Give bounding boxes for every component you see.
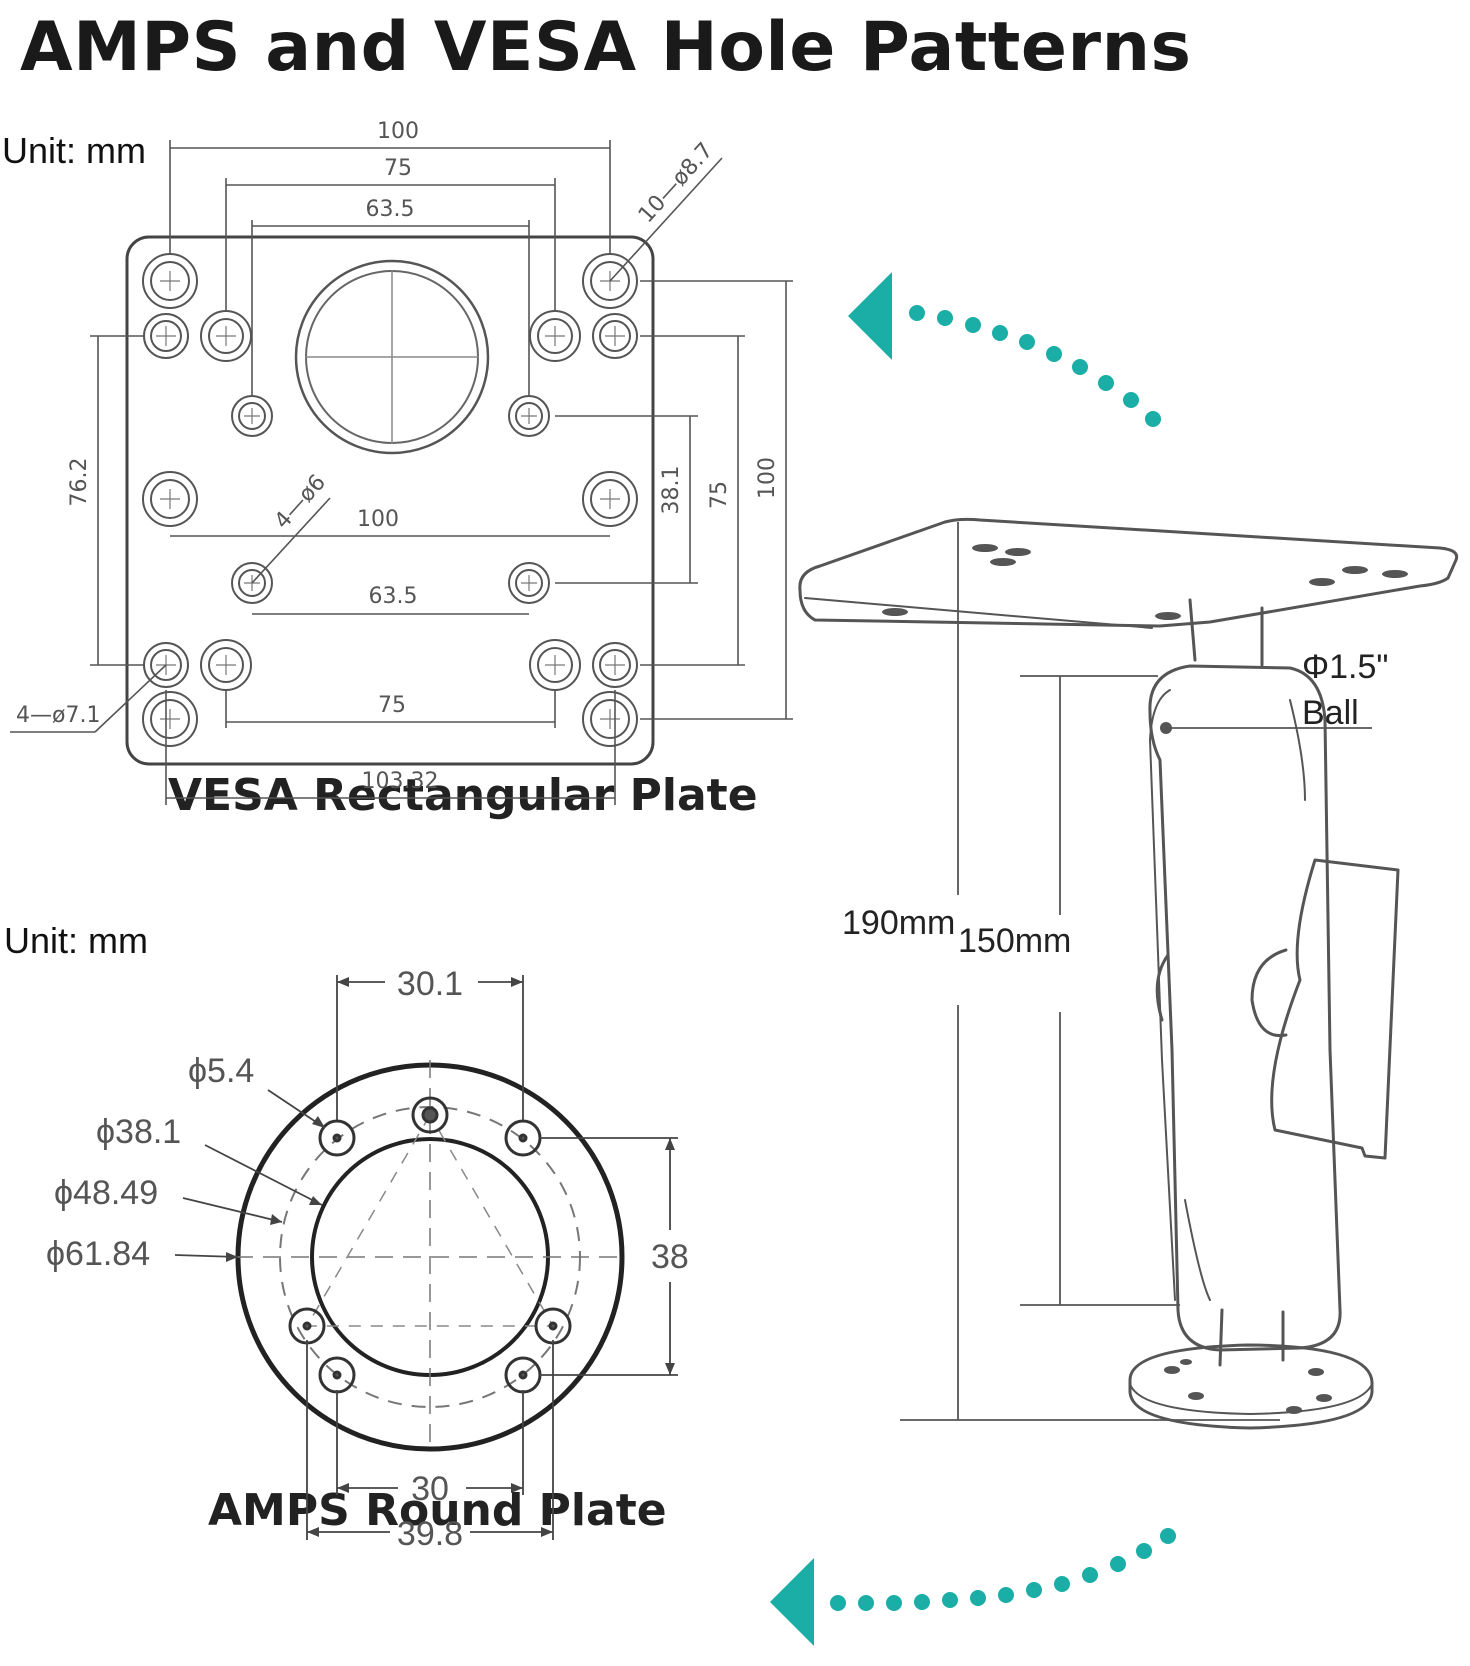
height-150-label: 150mm	[958, 922, 1072, 960]
arrow-top-dots	[909, 305, 1161, 427]
height-190-label: 190mm	[842, 904, 956, 942]
ball-size-label: Φ1.5"	[1302, 648, 1389, 686]
arrow-bottom-dots	[830, 1528, 1176, 1611]
vesa-dim-mid-63-5: 63.5	[369, 584, 418, 609]
amps-dim-top-30-1: 30.1	[397, 965, 463, 1003]
ball-label: Ball	[1302, 694, 1359, 732]
vesa-dim-top-75: 75	[384, 156, 412, 181]
mount-knob	[1270, 858, 1400, 1160]
amps-dim-d38-1: ϕ38.1	[96, 1113, 181, 1151]
vesa-dim-top-100: 100	[377, 119, 419, 144]
vesa-unit-label: Unit: mm	[2, 130, 146, 171]
vesa-dim-bot-75: 75	[378, 693, 406, 718]
amps-holes	[288, 1096, 572, 1394]
amps-dim-d5-4: ϕ5.4	[188, 1052, 254, 1090]
amps-dim-d48-49: ϕ48.49	[54, 1174, 158, 1212]
arrow-left-icon	[770, 1528, 1176, 1646]
vesa-dim-top-63-5: 63.5	[366, 197, 415, 222]
vesa-plate-drawing	[10, 140, 793, 805]
amps-dim-bot-30: 30	[411, 1470, 449, 1508]
mount-base	[1128, 1343, 1374, 1430]
vesa-center-hole	[294, 259, 490, 455]
vesa-dim-holes-4-6: 4—ø6	[270, 470, 331, 534]
vesa-dim-right-75: 75	[707, 481, 732, 509]
vesa-dim-right-100: 100	[755, 457, 780, 499]
vesa-plate-outline	[125, 235, 655, 766]
mount-top-plate	[798, 517, 1459, 628]
vesa-dim-right-38-1: 38.1	[659, 466, 684, 515]
vesa-plate-caption: VESA Rectangular Plate	[168, 770, 758, 821]
vesa-dim-holes-10: 10—ø8.7	[634, 138, 718, 228]
amps-plate-caption: AMPS Round Plate	[208, 1485, 667, 1536]
page-title: AMPS and VESA Hole Patterns	[20, 8, 1192, 87]
amps-plate-drawing	[174, 975, 678, 1540]
vesa-dim-mid-100: 100	[357, 507, 399, 532]
amps-unit-label: Unit: mm	[4, 920, 148, 961]
arrow-left-icon	[848, 272, 1161, 427]
amps-dim-bot-39-8: 39.8	[397, 1515, 463, 1553]
vesa-dim-bot-103-32: 103.32	[362, 769, 439, 794]
amps-dim-d61-84: ϕ61.84	[46, 1235, 150, 1273]
mount-illustration	[798, 517, 1459, 1430]
vesa-dim-left-76-2: 76.2	[67, 458, 92, 507]
amps-dim-right-38: 38	[651, 1238, 689, 1276]
vesa-dim-holes-4-7-1: 4—ø7.1	[16, 703, 100, 728]
vesa-holes	[142, 253, 638, 747]
mount-arm	[1148, 664, 1342, 1352]
